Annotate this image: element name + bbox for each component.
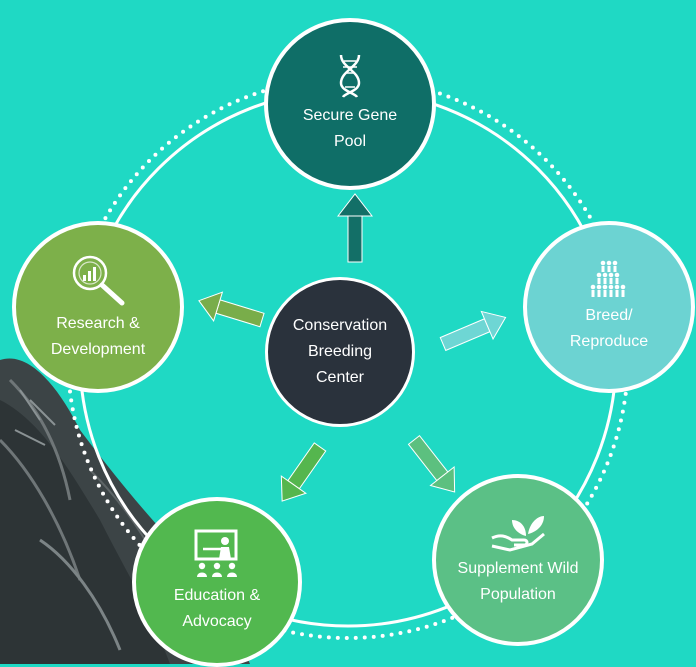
research-label: Research & Development [50,315,146,358]
node-supplement-wild-population: Supplement Wild Population [432,474,604,646]
node-education-advocacy: Education & Advocacy [132,497,302,667]
presentation-icon [194,529,238,577]
population-icon [590,260,626,297]
center-label: Conservation Breeding Center [292,317,388,386]
breed-reproduce-label: Breed/ Reproduce [569,307,649,350]
secure-gene-pool-label: Secure Gene Pool [302,107,398,150]
education-label: Education & Advocacy [173,587,261,630]
dna-icon [339,54,361,98]
magnifier-chart-icon [72,255,125,306]
arrow-to-secure-gene-pool [336,193,374,263]
node-breed-reproduce: Breed/ Reproduce [523,221,695,393]
hand-sprout-icon [491,516,545,552]
node-conservation-breeding-center: Conservation Breeding Center [265,277,415,427]
node-secure-gene-pool: Secure Gene Pool [264,18,436,190]
node-research-development: Research & Development [12,221,184,393]
arrow-to-supplement [407,434,456,493]
arrow-to-breed [439,310,507,352]
supplement-label: Supplement Wild Population [457,560,579,603]
arrow-to-research [198,291,265,328]
arrow-to-education [280,442,327,502]
